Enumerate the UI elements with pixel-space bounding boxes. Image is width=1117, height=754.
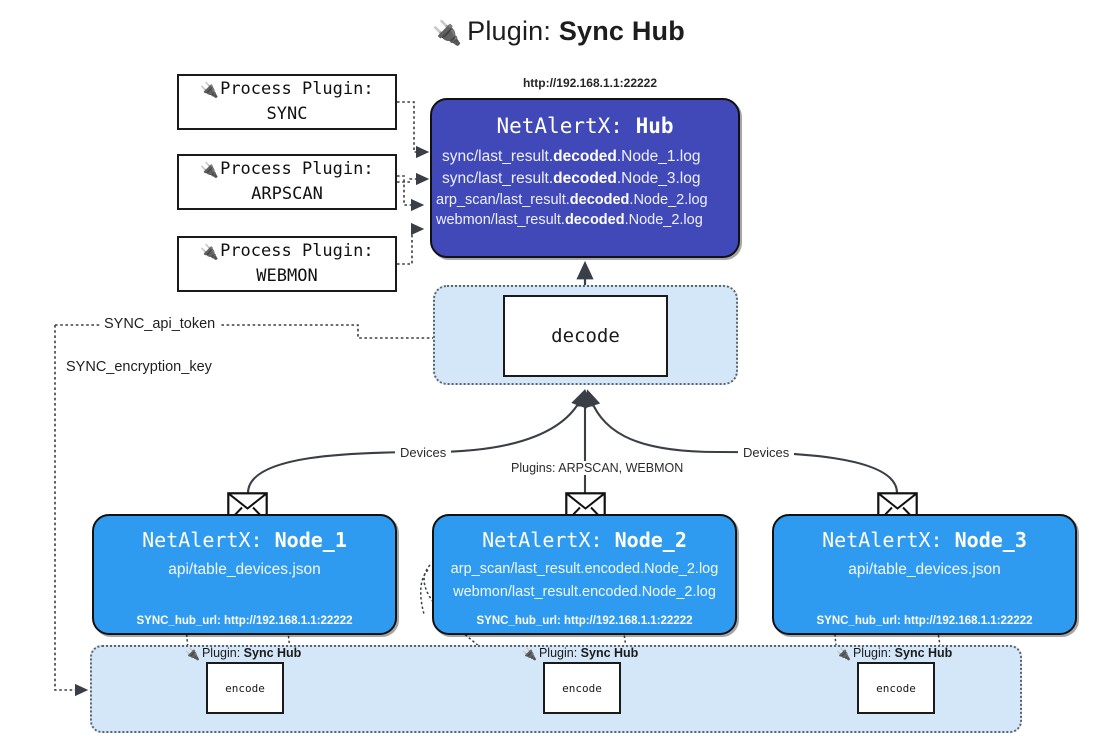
- plug-icon: 🔌: [522, 647, 537, 661]
- node-line: api/table_devices.json: [848, 561, 1001, 578]
- hub-url-label: http://192.168.1.1:22222: [522, 76, 658, 90]
- hub-log-line: webmon/last_result.decoded.Node_2.log: [436, 212, 703, 228]
- process-plugin-box-webmon[interactable]: 🔌Process Plugin: WEBMON: [177, 236, 397, 292]
- node-hub-url: SYNC_hub_url: http://192.168.1.1:22222: [476, 615, 693, 627]
- node-hub-url: SYNC_hub_url: http://192.168.1.1:22222: [136, 615, 353, 627]
- encoder-plugin-label: 🔌Plugin: Sync Hub: [522, 646, 639, 661]
- node-hub-url: SYNC_hub_url: http://192.168.1.1:22222: [816, 615, 1033, 627]
- plug-icon: 🔌: [836, 647, 851, 661]
- hub-log-list: sync/last_result.decoded.Node_1.log sync…: [432, 146, 738, 230]
- decode-box[interactable]: decode: [503, 295, 668, 377]
- process-plugin-label: Process Plugin:: [220, 241, 374, 262]
- edge-label-plugins: Plugins: ARPSCAN, WEBMON: [506, 461, 689, 475]
- encode-box[interactable]: encode: [543, 662, 621, 714]
- node-line: webmon/last_result.encoded.Node_2.log: [453, 584, 716, 601]
- node-line-list: api/table_devices.json: [774, 558, 1075, 583]
- process-plugin-box-arpscan[interactable]: 🔌Process Plugin: ARPSCAN: [177, 154, 397, 210]
- title-prefix: Plugin:: [467, 16, 552, 46]
- page-title: 🔌Plugin: Sync Hub: [0, 16, 1117, 48]
- plug-icon: 🔌: [200, 161, 220, 180]
- encoder-plugin-label: 🔌Plugin: Sync Hub: [185, 646, 302, 661]
- plug-icon: 🔌: [200, 243, 220, 262]
- node-title: NetAlertX: Node_2: [482, 528, 687, 552]
- node-box-node-1[interactable]: NetAlertX: Node_1 api/table_devices.json…: [92, 514, 397, 635]
- edge-label-devices-right: Devices: [738, 445, 795, 460]
- encode-box[interactable]: encode: [206, 662, 284, 714]
- process-plugin-box-sync[interactable]: 🔌Process Plugin: SYNC: [177, 74, 397, 130]
- hub-log-line: arp_scan/last_result.decoded.Node_2.log: [436, 192, 708, 208]
- node-title: NetAlertX: Node_1: [142, 528, 347, 552]
- node-box-node-2[interactable]: NetAlertX: Node_2 arp_scan/last_result.e…: [432, 514, 737, 635]
- sync-api-token-label: SYNC_api_token: [100, 316, 220, 332]
- encode-box[interactable]: encode: [857, 662, 935, 714]
- plug-icon: 🔌: [185, 647, 200, 661]
- process-plugin-name: SYNC: [266, 104, 308, 125]
- plug-icon: 🔌: [200, 81, 220, 100]
- hub-title: NetAlertX: Hub: [432, 114, 738, 138]
- node-line: api/table_devices.json: [168, 561, 321, 578]
- node-box-node-3[interactable]: NetAlertX: Node_3 api/table_devices.json…: [772, 514, 1077, 635]
- hub-title-name: Hub: [635, 114, 674, 138]
- process-plugin-name: ARPSCAN: [251, 184, 323, 205]
- node-title: NetAlertX: Node_3: [822, 528, 1027, 552]
- process-plugin-name: WEBMON: [256, 266, 318, 287]
- edge-label-devices-left: Devices: [395, 445, 452, 460]
- plug-icon: 🔌: [432, 20, 463, 47]
- hub-log-line: sync/last_result.decoded.Node_3.log: [442, 170, 701, 187]
- process-plugin-label: Process Plugin:: [220, 79, 374, 100]
- title-name: Sync Hub: [558, 16, 685, 46]
- hub-title-prefix: NetAlertX:: [496, 114, 623, 138]
- node-line-list: arp_scan/last_result.encoded.Node_2.log …: [434, 558, 735, 604]
- hub-node[interactable]: NetAlertX: Hub sync/last_result.decoded.…: [430, 98, 740, 258]
- node-line: arp_scan/last_result.encoded.Node_2.log: [450, 561, 719, 577]
- hub-log-line: sync/last_result.decoded.Node_1.log: [442, 148, 701, 165]
- encoder-plugin-label: 🔌Plugin: Sync Hub: [836, 646, 953, 661]
- node-line-list: api/table_devices.json: [94, 558, 395, 583]
- process-plugin-label: Process Plugin:: [220, 159, 374, 180]
- sync-encryption-key-label: SYNC_encryption_key: [62, 359, 216, 375]
